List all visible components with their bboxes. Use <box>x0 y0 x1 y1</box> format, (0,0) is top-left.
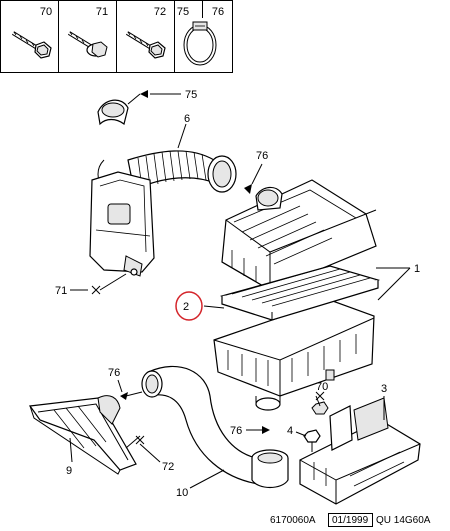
header-box-71: 71 <box>67 6 108 58</box>
air-inlet-duct-9 <box>28 395 137 475</box>
header-number-76: 76 <box>212 6 224 18</box>
arrow-marker-icon <box>244 184 252 194</box>
callout-9: 9 <box>66 465 72 477</box>
callout-6: 6 <box>184 113 190 125</box>
filter-element-2 <box>219 265 381 321</box>
fastener-4 <box>303 429 321 452</box>
header-box-75-76: 75 76 <box>177 6 224 66</box>
bolt-icon <box>11 31 52 59</box>
callout-76-left: 76 <box>108 367 120 379</box>
callout-75: 75 <box>185 89 197 101</box>
callout-10: 10 <box>176 487 188 499</box>
header-number-75: 75 <box>177 6 189 18</box>
callout-3: 3 <box>381 383 387 395</box>
callout-labels: 75 6 76 1 71 2 76 3 70 76 4 72 9 10 <box>55 89 420 499</box>
leader-lines <box>69 90 411 489</box>
footer-model: QU 14G60A <box>376 515 431 526</box>
fastener-70 <box>311 401 329 415</box>
callout-76-bottom: 76 <box>230 425 242 437</box>
header-number-72: 72 <box>154 6 166 18</box>
support-bracket-3 <box>299 397 421 505</box>
callout-76-top: 76 <box>256 150 268 162</box>
bolt-flange-icon <box>125 31 166 59</box>
cross-marker-icon <box>315 391 325 401</box>
callout-71: 71 <box>55 285 67 297</box>
resonator-box <box>89 171 155 277</box>
bolt-washer-icon <box>67 31 108 58</box>
cross-marker-icon <box>135 435 145 445</box>
cross-marker-icon <box>91 285 101 295</box>
inlet-hose-10 <box>141 365 289 489</box>
footer-date: 01/1999 <box>332 515 369 526</box>
header-box-72: 72 <box>125 6 166 59</box>
callout-4: 4 <box>287 425 293 437</box>
hose-clamp-icon <box>183 21 217 66</box>
footer-ref: 6170060A <box>270 515 316 526</box>
air-filter-housing-1 <box>213 179 377 411</box>
highlight-ring <box>175 291 203 321</box>
arrow-marker-icon <box>262 426 270 434</box>
header-number-70: 70 <box>40 6 52 18</box>
callout-72: 72 <box>162 461 174 473</box>
header-box-70: 70 <box>11 6 52 59</box>
header-number-71: 71 <box>96 6 108 18</box>
callout-1: 1 <box>414 263 420 275</box>
arrow-marker-icon <box>140 90 148 98</box>
footer-info: 6170060A 01/1999 QU 14G60A <box>270 513 431 527</box>
callout-70: 70 <box>316 381 328 393</box>
parts-header-strip: 70 71 72 <box>0 0 233 73</box>
arrow-marker-icon <box>120 392 128 400</box>
callout-2: 2 <box>183 301 189 313</box>
